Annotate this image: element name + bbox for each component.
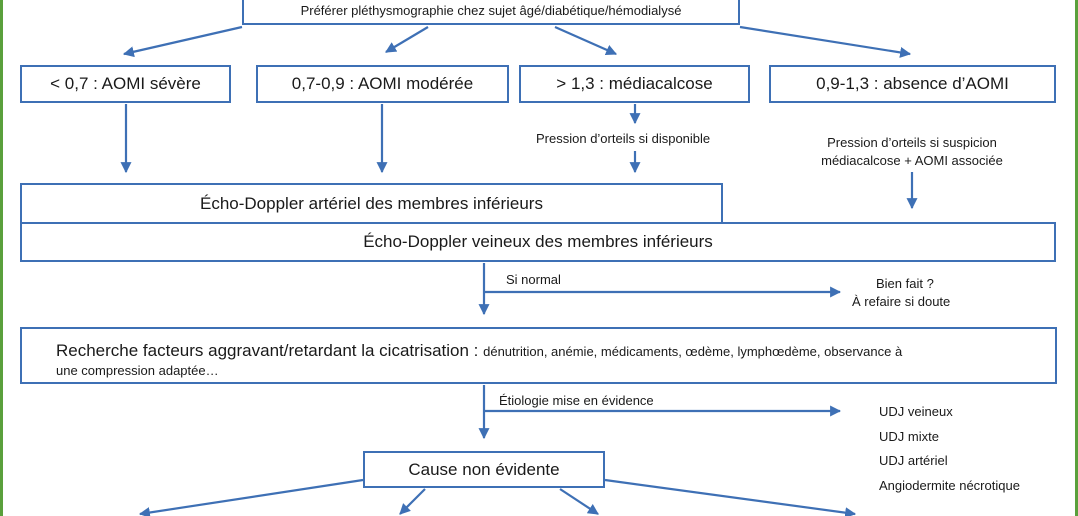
udj-list-item: Angiodermite nécrotique (879, 477, 1020, 493)
aggravating-factors-box: Recherche facteurs aggravant/retardant l… (20, 327, 1057, 384)
left-frame-bar (0, 0, 3, 516)
udj-list-item: UDJ mixte (879, 428, 939, 444)
arrow-cause-3 (559, 488, 599, 515)
moderate-aomi-box: 0,7-0,9 : AOMI modérée (256, 65, 509, 103)
arrow-cause-4 (604, 478, 857, 516)
well-done-line2: À refaire si doute (852, 293, 951, 309)
toe-pressure-suspicion-line1: Pression d’orteils si suspicion (827, 135, 997, 150)
arrow-top-to-calc (554, 25, 618, 56)
if-normal-label: Si normal (506, 272, 561, 287)
udj-list: UDJ veineux UDJ mixte UDJ artériel Angio… (879, 400, 1020, 498)
arrow-top-to-moderate (385, 26, 429, 53)
no-aomi-box: 0,9-1,3 : absence d’AOMI (769, 65, 1056, 103)
right-frame-bar (1075, 0, 1078, 516)
arrow-cause-2 (399, 488, 426, 515)
aggravating-factors-title: Recherche facteurs aggravant/retardant l… (56, 341, 484, 360)
arrow-top-to-absence (739, 25, 912, 58)
etiology-label: Étiologie mise en évidence (499, 393, 654, 408)
arrow-top-to-severe (122, 25, 243, 58)
udj-list-item: UDJ artériel (879, 453, 948, 468)
toe-pressure-suspicion-line2: médiacalcose + AOMI associée (821, 152, 1003, 168)
severe-aomi-box: < 0,7 : AOMI sévère (20, 65, 231, 103)
arrow-cause-1 (138, 478, 364, 516)
top-note-box: Préférer pléthysmographie chez sujet âgé… (242, 0, 740, 25)
toe-pressure-label: Pression d’orteils si disponible (536, 131, 711, 146)
toe-pressure-suspicion-label: Pression d’orteils si suspicion médiacal… (806, 134, 1018, 169)
aggravating-factors-detail: dénutrition, anémie, médicaments, œdème,… (483, 344, 903, 359)
venous-doppler-box: Écho-Doppler veineux des membres inférie… (20, 222, 1056, 262)
well-done-label: Bien fait ? À refaire si doute (852, 275, 950, 310)
udj-list-item: UDJ veineux (879, 404, 953, 419)
well-done-line1: Bien fait ? (876, 276, 934, 291)
mediacalcosis-box: > 1,3 : médiacalcose (519, 65, 750, 103)
cause-unclear-box: Cause non évidente (363, 451, 605, 488)
arterial-doppler-box: Écho-Doppler artériel des membres inféri… (20, 183, 723, 224)
aggravating-factors-detail-2: une compression adaptée… (56, 363, 219, 378)
